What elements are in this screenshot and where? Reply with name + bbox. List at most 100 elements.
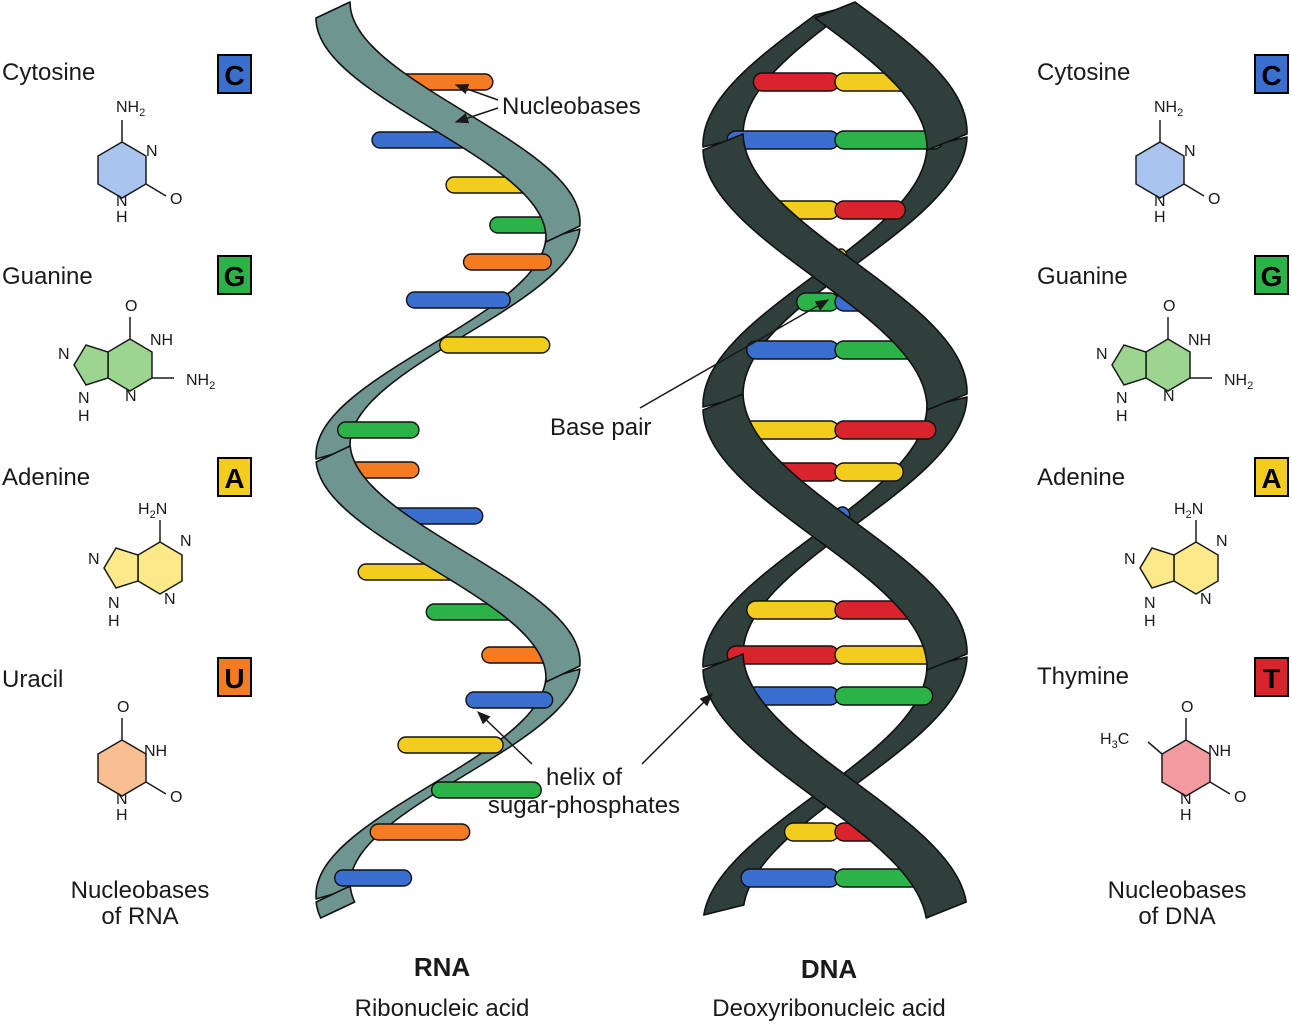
dna-base-half-left — [746, 340, 840, 360]
svg-text:NH: NH — [144, 743, 167, 760]
svg-text:H: H — [78, 408, 90, 425]
svg-text:NH: NH — [1208, 743, 1231, 760]
svg-text:H2N: H2N — [138, 501, 167, 521]
svg-text:H: H — [108, 613, 120, 630]
dna-title: DNA — [801, 954, 858, 984]
svg-text:H2N: H2N — [1174, 501, 1203, 521]
svg-text:O: O — [170, 191, 182, 208]
svg-text:O: O — [1234, 789, 1246, 806]
svg-text:A: A — [224, 463, 244, 494]
svg-text:A: A — [1261, 463, 1281, 494]
svg-text:C: C — [224, 60, 244, 91]
rna-base-rung — [405, 291, 511, 309]
dna-base-half-left — [783, 822, 840, 842]
svg-text:N: N — [1200, 591, 1212, 608]
svg-text:O: O — [1163, 298, 1175, 315]
rna-guanine-label: Guanine — [2, 263, 93, 290]
dna-base-half-right — [834, 462, 904, 482]
svg-text:N: N — [125, 388, 137, 405]
rna-subtitle: Ribonucleic acid — [355, 995, 530, 1022]
rna-uracil-label: Uracil — [2, 666, 63, 693]
rna-adenine-label: Adenine — [2, 464, 90, 491]
svg-text:T: T — [1263, 663, 1280, 694]
rna-cytosine-structure: NH2 N N H O — [97, 99, 182, 226]
dna-base-half-right — [834, 686, 934, 706]
svg-text:N: N — [164, 591, 176, 608]
dna-base-half-right — [834, 420, 937, 440]
dna-guanine-label: Guanine — [1037, 263, 1128, 290]
svg-text:O: O — [117, 699, 129, 716]
dna-thymine-label: Thymine — [1037, 663, 1129, 690]
svg-text:N: N — [1096, 346, 1108, 363]
helix-arrow-rna — [477, 711, 533, 765]
rna-title: RNA — [414, 952, 471, 982]
svg-text:H3C: H3C — [1100, 731, 1129, 751]
nucleobases-annotation: Nucleobases — [502, 93, 641, 120]
rna-base-rung — [439, 336, 551, 354]
svg-text:NH: NH — [150, 332, 173, 349]
rna-backbone-segment-0 — [315, 1, 581, 243]
rna-panel-caption-line2: of RNA — [101, 903, 178, 930]
svg-text:N: N — [1144, 595, 1156, 612]
svg-text:N: N — [1154, 193, 1166, 210]
svg-text:H: H — [116, 807, 128, 824]
svg-text:N: N — [116, 791, 128, 808]
svg-text:N: N — [58, 346, 70, 363]
svg-text:H: H — [1116, 408, 1128, 425]
svg-text:NH2: NH2 — [1224, 372, 1253, 392]
rna-backbone-segment-2 — [315, 445, 581, 683]
rna-adenine-badge: A — [217, 457, 252, 497]
svg-text:NH: NH — [1188, 332, 1211, 349]
svg-text:NH2: NH2 — [186, 372, 215, 392]
rna-cytosine-label: Cytosine — [2, 59, 95, 86]
dna-helix — [702, 1, 968, 919]
dna-guanine-structure: O NH NH2 N N N H — [1096, 298, 1253, 425]
rna-uracil-badge: U — [217, 657, 252, 697]
dna-adenine-structure: H2N N N N N H — [1124, 501, 1228, 630]
svg-text:N: N — [1216, 533, 1228, 550]
rna-nucleobases-panel: Cytosine C NH2 N N H O Guanine G O NH — [2, 54, 252, 930]
svg-text:N: N — [108, 595, 120, 612]
dna-cytosine-badge: C — [1254, 54, 1289, 94]
svg-text:N: N — [116, 193, 128, 210]
svg-text:O: O — [1208, 191, 1220, 208]
dna-adenine-label: Adenine — [1037, 464, 1125, 491]
svg-text:G: G — [224, 261, 246, 292]
dna-base-half-left — [796, 292, 840, 312]
svg-text:H: H — [116, 209, 128, 226]
svg-text:O: O — [125, 298, 137, 315]
svg-text:N: N — [78, 390, 90, 407]
rna-helix — [315, 1, 581, 919]
annotations: Nucleobases Base pair helix of sugar-pho… — [454, 84, 830, 819]
dna-panel-caption-line1: Nucleobases — [1108, 877, 1247, 904]
rna-cytosine-badge: C — [217, 54, 252, 94]
helix-arrow-dna — [641, 693, 713, 765]
svg-text:N: N — [1163, 388, 1175, 405]
rna-base-rung — [397, 736, 504, 754]
svg-text:H: H — [1180, 807, 1192, 824]
dna-strand-b-segment-1 — [702, 133, 968, 411]
rna-adenine-structure: H2N N N N N H — [88, 501, 192, 630]
dna-base-half-left — [746, 600, 840, 620]
dna-base-half-left — [740, 868, 840, 888]
svg-text:C: C — [1261, 60, 1281, 91]
svg-text:N: N — [1180, 791, 1192, 808]
dna-panel-caption-line2: of DNA — [1138, 903, 1215, 930]
dna-nucleobases-panel: Cytosine C NH2 N N H O Guanine G O NH — [1037, 54, 1289, 930]
svg-text:H: H — [1154, 209, 1166, 226]
rna-base-rung — [430, 781, 542, 799]
dna-adenine-badge: A — [1254, 457, 1289, 497]
dna-guanine-badge: G — [1254, 255, 1289, 295]
svg-text:O: O — [170, 789, 182, 806]
rna-guanine-badge: G — [217, 255, 252, 295]
nucleobases-arrow-1 — [454, 84, 499, 101]
rna-base-rung — [336, 421, 420, 439]
svg-text:N: N — [180, 533, 192, 550]
rna-base-rung — [369, 823, 471, 841]
rna-base-rung — [465, 691, 554, 709]
dna-strand-a-segment-2 — [702, 393, 968, 671]
rna-panel-caption-line1: Nucleobases — [71, 877, 210, 904]
base-pair-arrow — [639, 299, 830, 409]
dna-strand-a-segment-0 — [814, 1, 968, 151]
